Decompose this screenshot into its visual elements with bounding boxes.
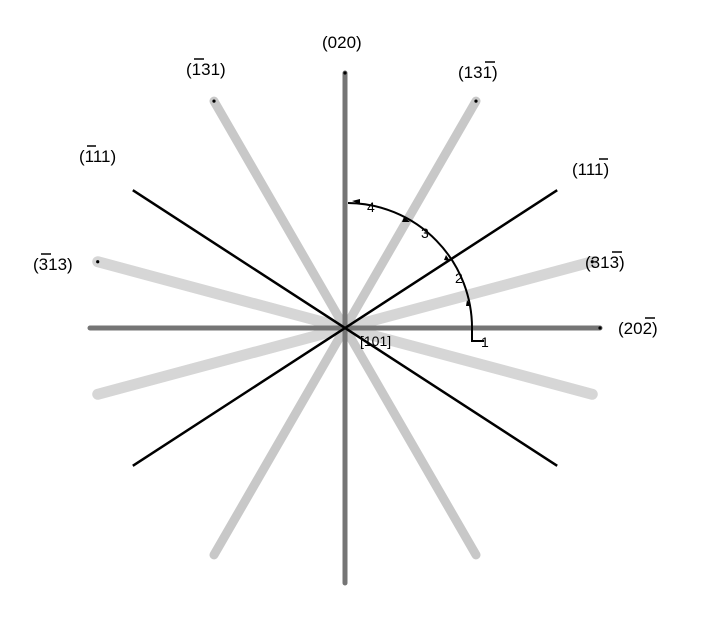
pole-dot <box>343 71 347 75</box>
pole-dot <box>598 326 602 330</box>
plane-labels: (020) (131) (131) (111) (111) (313) (313… <box>33 33 658 338</box>
plane-trace-black-1 <box>132 189 558 467</box>
center-zone-label: [101] <box>360 333 391 349</box>
arc-step-4: 4 <box>367 199 375 215</box>
pole-dot <box>474 99 478 103</box>
arc-arrow-4 <box>352 199 360 204</box>
arc-arrow-3 <box>402 217 410 222</box>
arc-end-bracket <box>471 330 484 342</box>
label-11m1: (111) <box>572 160 609 179</box>
pole-dot <box>96 260 100 264</box>
label-m111: (111) <box>79 147 116 166</box>
pole-dot <box>212 99 216 103</box>
overbars <box>41 58 655 319</box>
label-31m3: (313) <box>585 253 625 272</box>
pole-dot <box>590 260 594 264</box>
arc-step-3: 3 <box>421 225 429 241</box>
label-m131: (131) <box>186 60 226 79</box>
plane-traces <box>87 70 603 586</box>
label-m313: (313) <box>33 255 73 274</box>
rotation-arc: 1 2 3 4 <box>347 199 489 350</box>
arc-path <box>347 202 474 331</box>
arc-step-2: 2 <box>455 270 463 286</box>
label-020: (020) <box>322 33 362 52</box>
label-20m2: (202) <box>618 319 658 338</box>
label-13m1: (131) <box>458 63 498 82</box>
arc-arrow-1 <box>466 300 471 306</box>
arc-step-1: 1 <box>481 334 489 350</box>
arc-arrow-2 <box>444 255 450 261</box>
